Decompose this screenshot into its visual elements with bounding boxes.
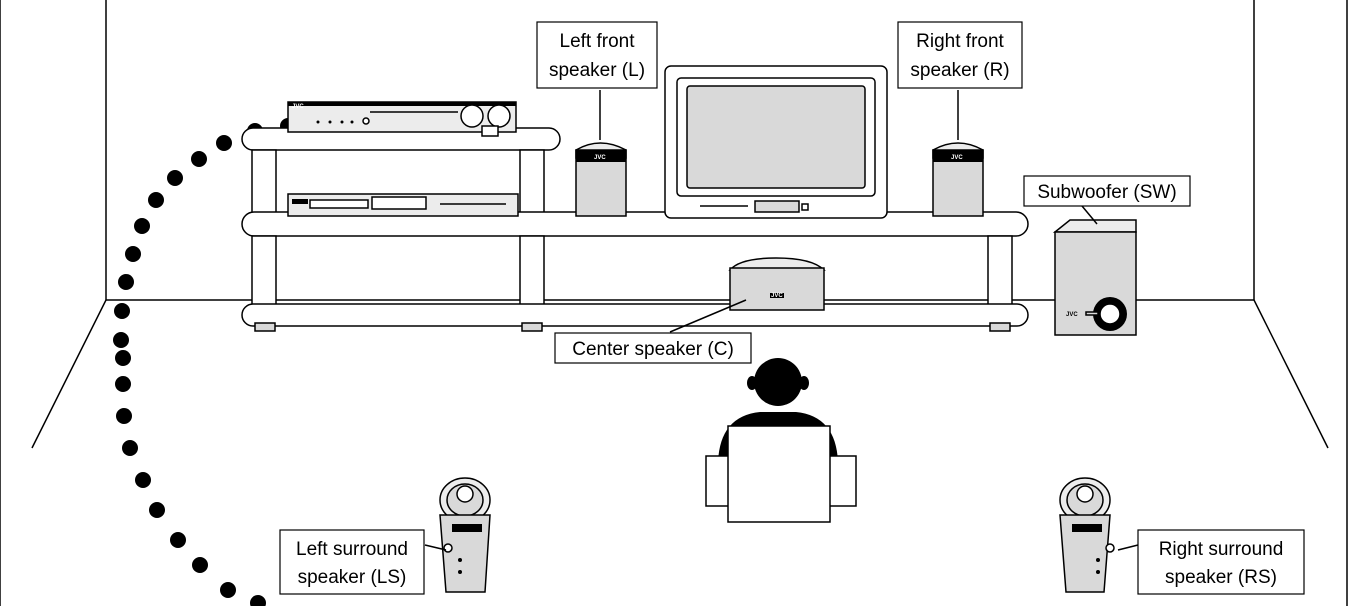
label-subwoofer: Subwoofer (SW) <box>1023 175 1191 207</box>
dotted-arc-icon <box>113 118 296 606</box>
arc-dot <box>167 170 183 186</box>
television-icon <box>664 65 888 219</box>
dvd-player-icon <box>287 193 519 217</box>
arc-dot <box>122 440 138 456</box>
arc-dot <box>148 192 164 208</box>
center-speaker-icon: JVC <box>728 257 826 311</box>
label-right-surround: Right surround speaker (RS) <box>1137 529 1305 595</box>
arc-dot <box>113 332 129 348</box>
arc-dot <box>170 532 186 548</box>
left-front-speaker-icon: JVC <box>575 142 627 217</box>
svg-text:Right surround: Right surround <box>1159 539 1284 560</box>
arc-dot <box>191 151 207 167</box>
left-surround-speaker-icon <box>439 477 491 593</box>
svg-text:speaker (RS): speaker (RS) <box>1165 567 1277 588</box>
arc-dot <box>115 376 131 392</box>
center-brand: JVC <box>771 293 783 299</box>
svg-text:Left front: Left front <box>560 31 636 52</box>
arc-dot <box>115 350 131 366</box>
svg-text:speaker (LS): speaker (LS) <box>298 567 407 588</box>
arc-dot <box>118 274 134 290</box>
arc-dot <box>250 595 266 606</box>
right-front-brand: JVC <box>951 155 963 161</box>
label-center: Center speaker (C) <box>554 332 752 364</box>
left-front-brand: JVC <box>594 155 606 161</box>
svg-text:speaker (L): speaker (L) <box>549 60 645 81</box>
svg-text:Right front: Right front <box>916 31 1004 52</box>
right-surround-speaker-icon <box>1059 477 1115 593</box>
arc-dot <box>114 303 130 319</box>
svg-text:Center speaker (C): Center speaker (C) <box>572 339 734 360</box>
label-right-front: Right front speaker (R) <box>897 21 1023 89</box>
right-front-speaker-icon: JVC <box>932 142 984 217</box>
arc-dot <box>192 557 208 573</box>
arc-dot <box>134 218 150 234</box>
svg-text:Subwoofer (SW): Subwoofer (SW) <box>1037 182 1176 203</box>
receiver-icon: JVC <box>287 101 517 137</box>
arc-dot <box>116 408 132 424</box>
arc-dot <box>135 472 151 488</box>
arc-dot <box>125 246 141 262</box>
label-left-front: Left front speaker (L) <box>536 21 658 89</box>
svg-text:Left surround: Left surround <box>296 539 408 560</box>
arc-dot <box>216 135 232 151</box>
svg-text:speaker (R): speaker (R) <box>910 60 1009 81</box>
arc-dot <box>220 582 236 598</box>
subwoofer-icon: JVC <box>1052 219 1137 336</box>
callout-leaders <box>424 90 1139 551</box>
listener-icon <box>705 358 857 523</box>
receiver-brand: JVC <box>292 104 304 110</box>
arc-dot <box>149 502 165 518</box>
subwoofer-brand: JVC <box>1066 312 1078 318</box>
label-left-surround: Left surround speaker (LS) <box>279 529 425 595</box>
